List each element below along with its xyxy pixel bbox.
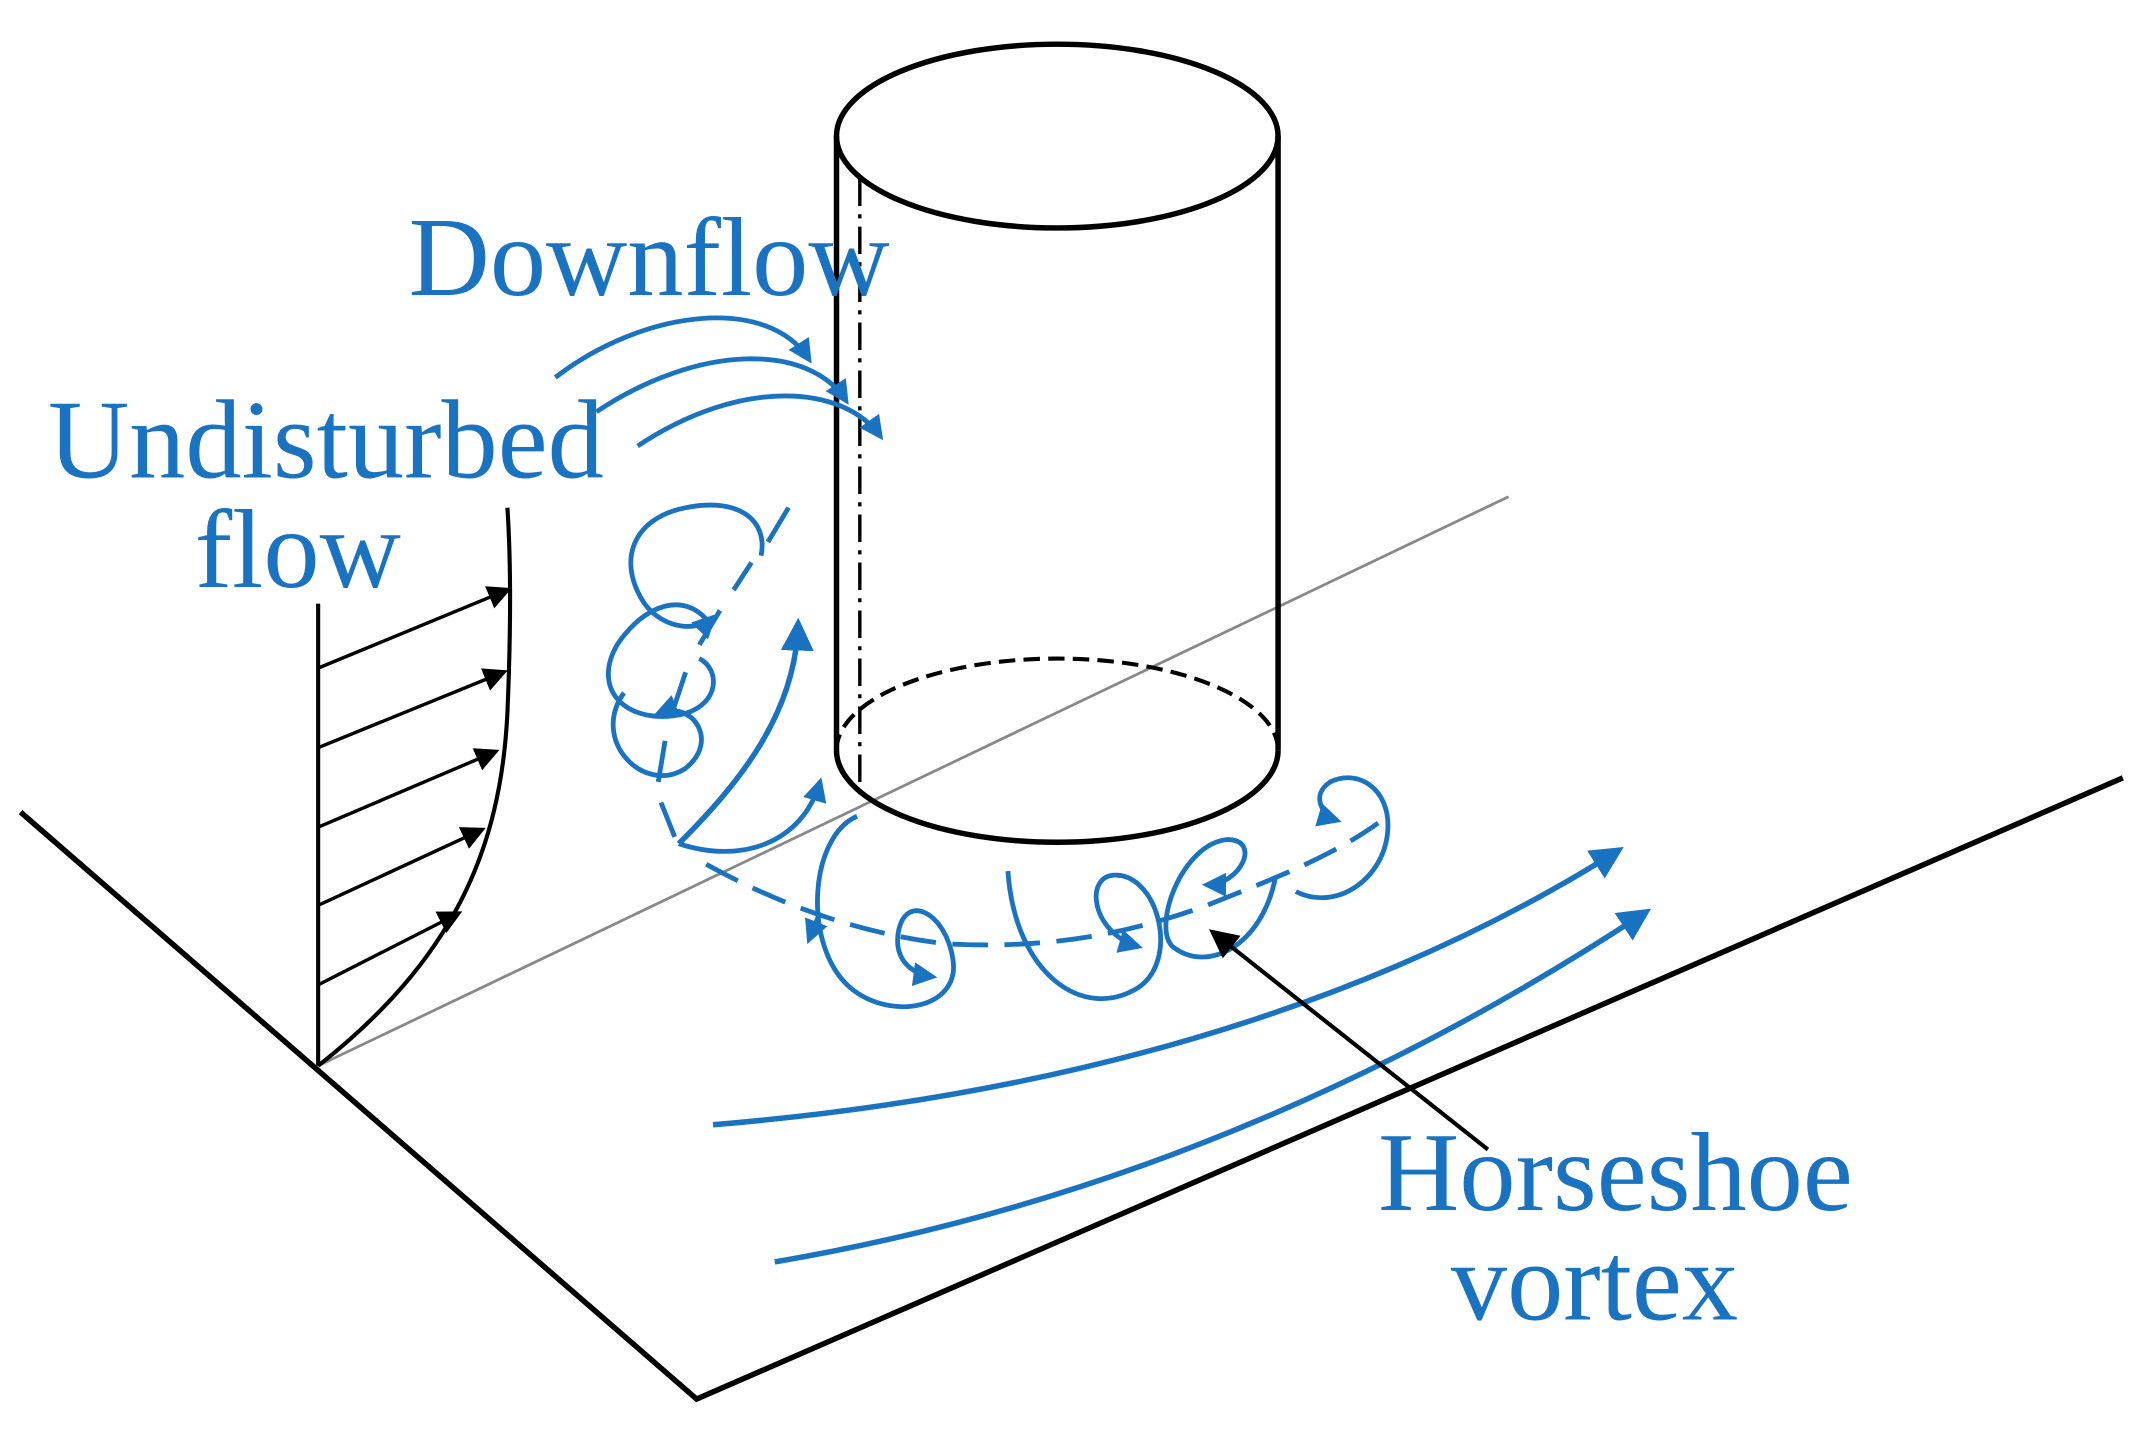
cylinder (833, 41, 1281, 845)
downstream-streamlines (712, 847, 1652, 1265)
ground-plane-edge (18, 775, 2124, 1403)
downflow-streamlines (553, 315, 884, 448)
horseshoe-pointer-arrow (1209, 929, 1490, 1152)
downflow-label: Downflow (409, 196, 890, 320)
undisturbed-label-line2: flow (195, 488, 401, 612)
velocity-profile (316, 507, 513, 1068)
symmetry-axis-line (317, 495, 1510, 1068)
upstream-vortex-swirls (605, 502, 827, 854)
horseshoe-label-line1: Horseshoe (1378, 1111, 1853, 1235)
horseshoe-label-line2: vortex (1451, 1221, 1738, 1345)
undisturbed-label-line1: Undisturbed (48, 379, 604, 503)
